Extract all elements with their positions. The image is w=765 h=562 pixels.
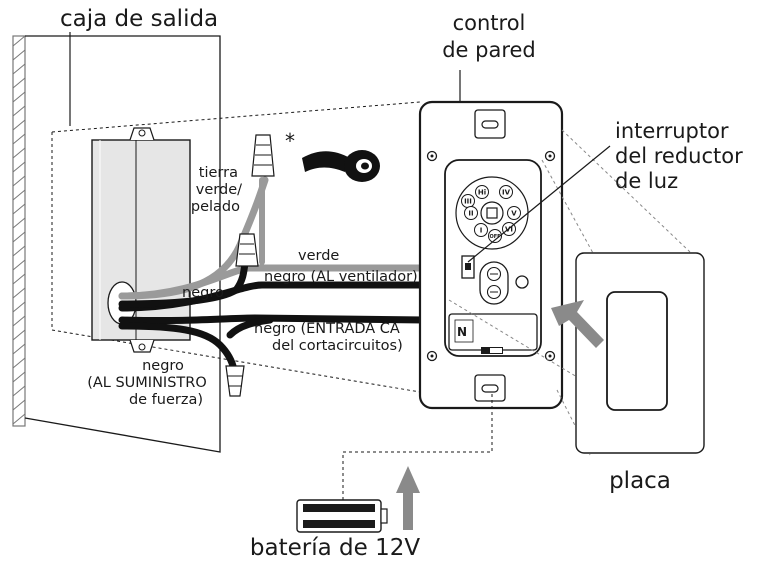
wire-nut-icon	[225, 365, 245, 397]
wall-control-label-line1: control	[453, 11, 526, 35]
button-v[interactable]: V	[507, 206, 521, 220]
button-iv[interactable]: IV	[499, 185, 513, 199]
button-i-label: I	[480, 227, 483, 235]
supply-label-line1: negro	[142, 358, 184, 374]
cover-plate-label: placa	[609, 468, 671, 494]
dimmer-label-line3: de luz	[615, 169, 678, 193]
supply-label-line3: de fuerza)	[129, 392, 203, 408]
dimmer-label-line1: interruptor	[615, 119, 729, 143]
wall-section	[12, 35, 221, 453]
black-wire-label: negro	[182, 285, 224, 301]
battery-lead-line	[342, 392, 493, 500]
outlet-box-label: caja de salida	[60, 6, 218, 32]
arrow-up-icon	[396, 466, 420, 530]
button-ii-label: II	[468, 210, 473, 218]
button-iii[interactable]: III	[461, 194, 475, 208]
black-wire-supply	[118, 322, 238, 374]
light-up-button[interactable]	[486, 266, 502, 282]
wall-control-label-line2: de pared	[442, 38, 536, 62]
button-ii[interactable]: II	[464, 206, 478, 220]
ac-in-label-line2: del cortacircuitos)	[272, 338, 403, 354]
svg-text:N: N	[457, 325, 467, 339]
asterisk-mark: *	[285, 129, 295, 153]
wires	[118, 176, 429, 374]
button-i[interactable]: I	[474, 223, 488, 237]
speed-buttons: Hi IV III V II I OFF VI	[461, 185, 521, 243]
button-off-label: OFF	[489, 234, 500, 240]
dimmer-label-line2: del reductor	[615, 144, 743, 168]
battery-compartment: N	[448, 313, 538, 354]
ground-label-line2: verde/	[196, 182, 242, 198]
wire-nut-icon	[235, 233, 259, 267]
battery-icon	[296, 499, 388, 533]
button-iv-label: IV	[502, 189, 511, 197]
black-wire-ac-in	[118, 314, 429, 325]
dimmer-leader-line	[467, 145, 611, 263]
button-iii-label: III	[464, 198, 472, 206]
button-off[interactable]: OFF	[488, 229, 502, 243]
battery-label: batería de 12V	[250, 535, 420, 561]
light-control-pill	[479, 261, 509, 305]
indicator-led	[515, 275, 529, 289]
electrical-tape-icon	[302, 150, 380, 182]
wire-nut-icon	[251, 134, 275, 177]
ac-in-label-line1: negro (ENTRADA CA	[254, 321, 400, 337]
green-wire-label: verde	[298, 248, 339, 264]
button-hi-label: Hi	[478, 189, 486, 197]
ground-label-line1: tierra	[199, 165, 238, 181]
dimmer-switch[interactable]	[461, 255, 475, 279]
arrow-diagonal-icon	[551, 300, 604, 348]
ground-label-line3: pelado	[191, 199, 240, 215]
button-vi-label: VI	[505, 226, 513, 234]
button-v-label: V	[511, 210, 517, 218]
black-fan-wire-label: negro (AL ventilador)	[264, 269, 418, 285]
button-hi[interactable]: Hi	[475, 185, 489, 199]
cover-plate	[575, 252, 705, 454]
light-down-button[interactable]	[486, 284, 502, 300]
supply-label-line2: (AL SUMINISTRO	[87, 375, 207, 391]
wall-control	[418, 100, 564, 410]
